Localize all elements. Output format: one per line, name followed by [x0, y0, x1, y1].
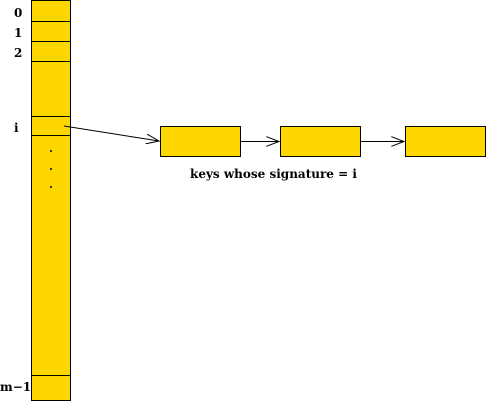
ellipsis-dot [50, 150, 52, 152]
chain-node [160, 126, 241, 157]
row-label-i: i [14, 121, 19, 135]
row-label-0: 0 [14, 6, 22, 20]
ellipsis-dot [50, 186, 52, 188]
chain-caption: keys whose signature = i [190, 167, 357, 181]
slot-pointer-arrow [63, 125, 159, 141]
hash-table-column [31, 0, 71, 401]
row-label-2: 2 [14, 46, 22, 60]
row-label-1: 1 [14, 26, 22, 40]
row-label-m-minus-1: m−1 [0, 380, 31, 394]
hash-table [31, 0, 71, 401]
ellipsis-dot [50, 168, 52, 170]
chain-node [280, 126, 361, 157]
chain-node [405, 126, 486, 157]
